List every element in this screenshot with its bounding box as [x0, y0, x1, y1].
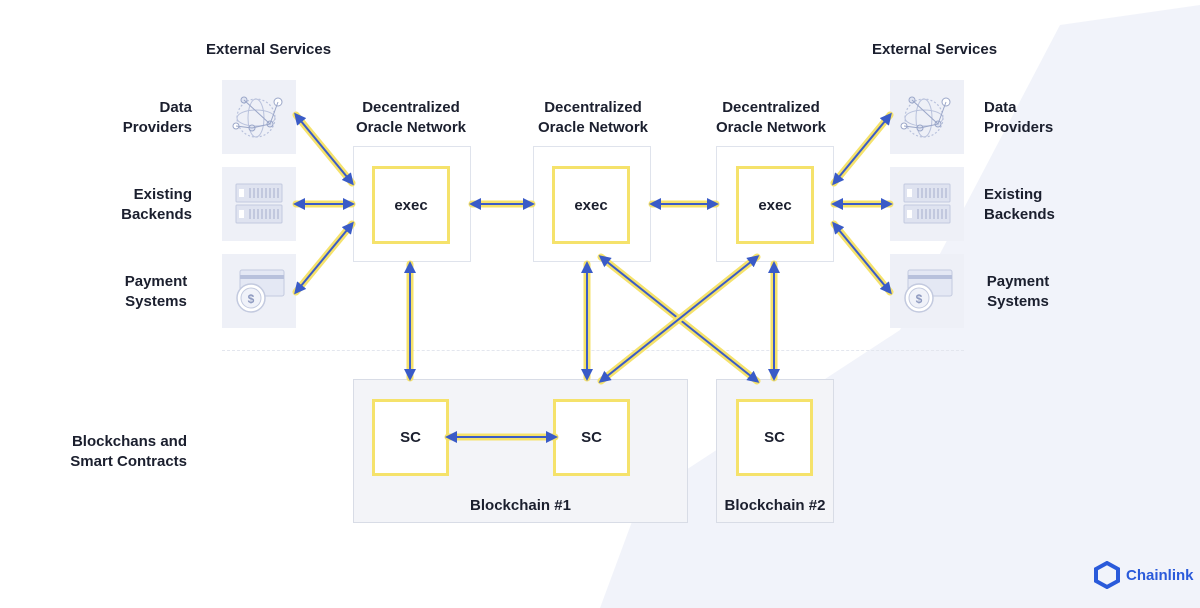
payment-card-icon: $	[236, 269, 285, 313]
blockchain-1-name: Blockchain #1	[470, 497, 571, 514]
external-services-header-left: External Services	[206, 41, 332, 58]
right-existing-backends-box	[890, 167, 964, 241]
chainlink-hexagon-icon	[1094, 561, 1120, 589]
chainlink-brand-name: Chainlink	[1126, 566, 1194, 584]
chainlink-logo: Chainlink	[1094, 561, 1194, 589]
smart-contract-2: SC	[553, 399, 630, 476]
globe-network-icon	[900, 96, 951, 138]
svg-text:$: $	[916, 292, 923, 306]
smart-contract-3: SC	[736, 399, 813, 476]
server-icon	[235, 183, 283, 224]
svg-text:$: $	[248, 292, 255, 306]
exec-node-3: exec	[736, 166, 814, 244]
exec-node-1: exec	[372, 166, 450, 244]
left-payment-systems-box: $	[222, 254, 296, 328]
blockchain-2-name: Blockchain #2	[724, 497, 826, 514]
external-services-header-right: External Services	[872, 41, 998, 58]
left-existing-backends-box	[222, 167, 296, 241]
right-data-providers-box	[890, 80, 964, 154]
smart-contract-1: SC	[372, 399, 449, 476]
payment-card-icon: $	[904, 269, 953, 313]
right-payment-systems-box: $	[890, 254, 964, 328]
left-data-providers-box	[222, 80, 296, 154]
globe-network-icon	[232, 96, 283, 138]
section-divider	[222, 350, 964, 351]
server-icon	[903, 183, 951, 224]
exec-node-2: exec	[552, 166, 630, 244]
